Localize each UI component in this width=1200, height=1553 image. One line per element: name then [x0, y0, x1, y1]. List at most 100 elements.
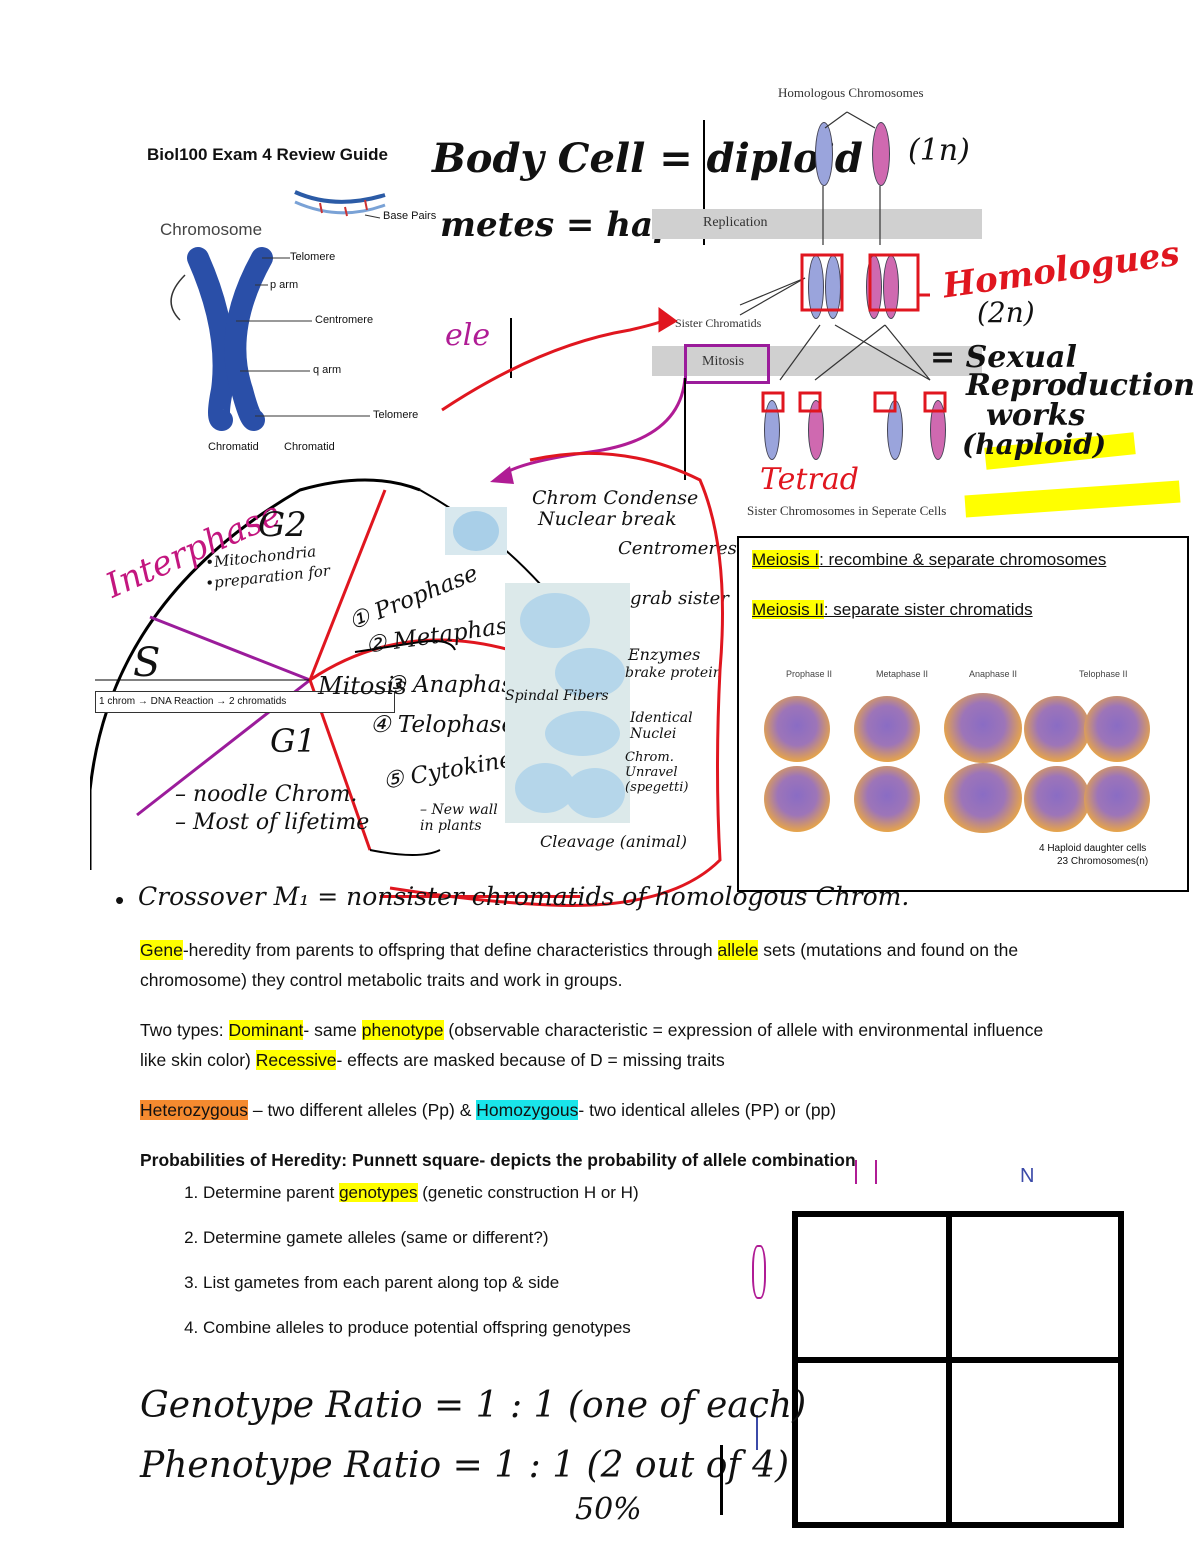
- vertical-tick: [510, 318, 512, 378]
- chromosome-heading: Chromosome: [160, 220, 263, 239]
- note-identical-nuclei: Identical Nuclei: [630, 710, 693, 742]
- step-4: Combine alleles to produce potential off…: [203, 1318, 639, 1338]
- meiosis-cell: [854, 696, 920, 762]
- mitosis-highlight-box: [684, 344, 770, 384]
- punnett-square: [792, 1211, 1124, 1528]
- gene-paragraph: Gene-heredity from parents to offspring …: [140, 935, 1060, 995]
- step-1: Determine parent genotypes (genetic cons…: [203, 1183, 639, 1203]
- zygosity-paragraph: Heterozygous – two different alleles (Pp…: [140, 1095, 1060, 1125]
- punnett-steps: Determine parent genotypes (genetic cons…: [175, 1183, 639, 1363]
- note-anaphase: ③ Anaphase: [385, 672, 527, 698]
- vertical-divider: [703, 120, 705, 245]
- punnett-vertical-line: [946, 1217, 952, 1522]
- meiosis-2-line: Meiosis II: separate sister chromatids: [752, 600, 1033, 620]
- meiosis-1-term: Meiosis I: [752, 550, 820, 569]
- label-telomere-top: Telomere: [290, 251, 336, 263]
- meiosis-cell: [1024, 696, 1090, 762]
- note-cleavage: Cleavage (animal): [540, 832, 688, 851]
- phenotype-term: phenotype: [361, 1020, 444, 1040]
- meiosis-cell: [764, 696, 830, 762]
- step-2: Determine gamete alleles (same or differ…: [203, 1228, 639, 1248]
- note-fifty-percent: 50%: [575, 1492, 642, 1527]
- heterozygous-text: – two different alleles (Pp) &: [247, 1100, 477, 1120]
- meiosis-2-term: Meiosis II: [752, 600, 824, 619]
- stage-metaphase-ii: Metaphase II: [876, 669, 929, 679]
- types-paragraph: Two types: Dominant- same phenotype (obs…: [140, 1015, 1060, 1075]
- note-new-wall: – New wall in plants: [420, 802, 498, 834]
- note-g1-lifetime: – Most of lifetime: [175, 810, 370, 835]
- punnett-side-top-mark: [752, 1245, 766, 1299]
- stage-prophase-ii: Prophase II: [786, 669, 833, 679]
- chromosome-illustration: [170, 190, 386, 431]
- meiosis-box: Meiosis I: recombine & separate chromoso…: [737, 536, 1189, 892]
- label-p-arm: p arm: [270, 279, 299, 291]
- phenotype-text: (observable characteristic = expression …: [140, 1020, 1044, 1070]
- note-crossover: Crossover M₁ = nonsister chromatids of h…: [138, 882, 910, 911]
- note-brake-protein: brake protein: [625, 665, 722, 681]
- allele-term: allele: [717, 940, 759, 960]
- note-works: works: [986, 398, 1086, 433]
- note-grab-sister: grab sister: [630, 588, 729, 609]
- dna-replication-box: 1 chrom → DNA Reaction → 2 chromatids: [95, 691, 395, 713]
- meiosis-1-line: Meiosis I: recombine & separate chromoso…: [752, 550, 1106, 570]
- mitosis-bar: [652, 346, 982, 376]
- meiosis-cell: [944, 763, 1022, 833]
- label-telomere-bottom: Telomere: [373, 409, 419, 421]
- label-chromatid-right: Chromatid: [284, 441, 335, 453]
- gene-text-2: sets (mutations and found on the chromos…: [140, 940, 1019, 990]
- note-tetrad: Tetrad: [760, 462, 859, 497]
- note-g1: G1: [270, 722, 316, 760]
- note-enzymes: Enzymes: [628, 645, 701, 664]
- step-3: List gametes from each parent along top …: [203, 1273, 639, 1293]
- note-centromeres: Centromeres: [618, 538, 737, 559]
- gene-text: -heredity from parents to offspring that…: [182, 940, 718, 960]
- note-sexual: = Sexual: [930, 340, 1077, 375]
- ratio-bar: [720, 1445, 723, 1515]
- note-allele: ele: [445, 318, 491, 353]
- punnett-top-right-mark: N: [1020, 1165, 1035, 1187]
- sister-chromosomes-caption: Sister Chromosomes in Seperate Cells: [747, 503, 947, 518]
- note-chrom-unravel: Chrom. Unravel (spegetti): [625, 750, 689, 795]
- replication-label: Replication: [703, 215, 768, 230]
- note-nuclear-break: Nuclear break: [538, 508, 677, 530]
- chromosome-blue: [815, 122, 833, 186]
- meiosis-caption-2: 23 Chromosomes(n): [1057, 856, 1149, 867]
- sister-chromatids-label: Sister Chromatids: [675, 316, 762, 330]
- note-s-phase: S: [133, 640, 161, 686]
- chromosome-pink: [872, 122, 890, 186]
- meiosis-cell: [944, 693, 1022, 763]
- mitosis-cell-strip: [505, 583, 630, 823]
- step-1-text-2: (genetic construction H or H): [417, 1183, 639, 1202]
- probabilities-heading: Probabilities of Heredity: Punnett squar…: [140, 1150, 856, 1170]
- dominant-text: - same: [303, 1020, 362, 1040]
- homozygous-text: - two identical alleles (PP) or (pp): [578, 1100, 837, 1120]
- note-g1-noodle: – noodle Chrom.: [175, 782, 358, 807]
- meiosis-cell: [1084, 696, 1150, 762]
- bullet-dot: •: [115, 885, 125, 915]
- note-haploid: (haploid): [962, 428, 1107, 461]
- homolog-arrows: [739, 111, 931, 381]
- meiosis-1-desc: : recombine & separate chromosomes: [819, 550, 1107, 569]
- daughter-blue-1: [764, 400, 780, 460]
- step-1-text: Determine parent: [203, 1183, 340, 1202]
- replication-bar: [652, 209, 982, 239]
- note-body-cell: Body Cell = diploid: [432, 135, 863, 182]
- note-two-n: (2n): [977, 296, 1035, 329]
- two-types-label: Two types:: [140, 1020, 229, 1040]
- label-base-pairs: Base Pairs: [383, 210, 437, 222]
- meiosis-2-desc: : separate sister chromatids: [823, 600, 1033, 619]
- genotypes-term: genotypes: [339, 1183, 418, 1202]
- heterozygous-term: Heterozygous: [140, 1100, 248, 1120]
- red-annotations: [441, 253, 947, 413]
- homolog-title: Homologous Chromosomes: [778, 85, 924, 100]
- gene-term: Gene: [140, 940, 183, 960]
- meiosis-caption-1: 4 Haploid daughter cells: [1039, 843, 1147, 854]
- punnett-horizontal-line: [798, 1357, 1118, 1363]
- note-phenotype-ratio: Phenotype Ratio = 1 : 1 (2 out of 4): [140, 1445, 790, 1486]
- note-reproduction: Reproduction: [966, 368, 1195, 403]
- cell-cycle-wheel: [90, 478, 571, 870]
- punnett-top-left-mark: [855, 1160, 877, 1184]
- note-one-n: (1n): [908, 133, 970, 168]
- label-chromatid-left: Chromatid: [208, 441, 259, 453]
- note-chrom-condense: Chrom Condense: [532, 487, 699, 509]
